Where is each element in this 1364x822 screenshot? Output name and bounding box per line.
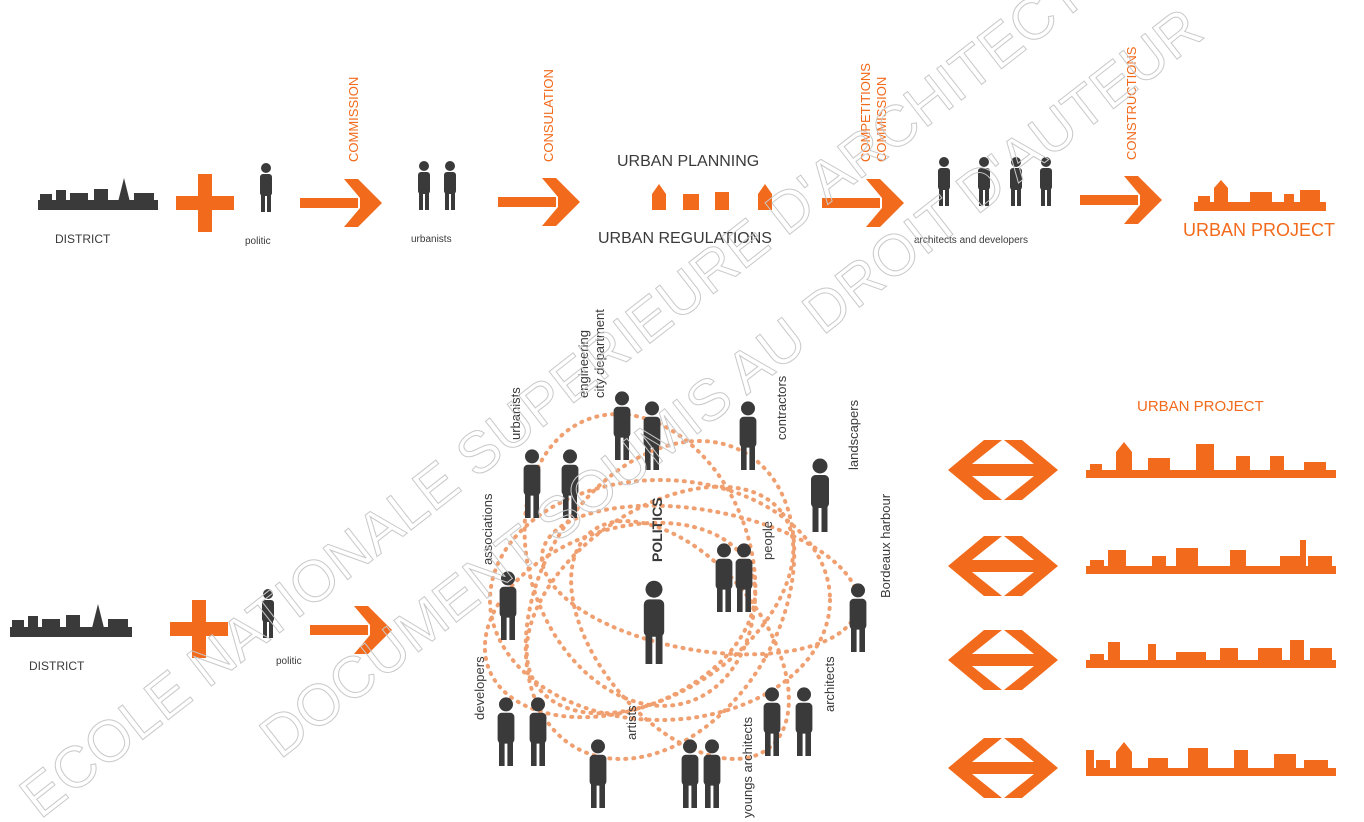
double-arrow-icon (948, 630, 1058, 690)
urban-project-label: URBAN PROJECT (1183, 220, 1335, 240)
project-skyline-icon (1086, 540, 1336, 574)
developers-label: developers (472, 656, 487, 720)
people-figure-icon (715, 543, 733, 612)
politic-label: politic (245, 236, 271, 247)
plus-icon (176, 174, 234, 232)
urban-project-skyline-icon (1194, 180, 1326, 211)
commission-label: COMMISSION (346, 77, 361, 162)
urban-project-options (948, 440, 1336, 798)
bottom-flow: DISTRICT politic (10, 309, 1336, 818)
architects-actor-label: architects (822, 656, 837, 712)
artist-figure-icon (681, 739, 699, 808)
plus-icon (170, 600, 228, 658)
urban-regulations-label: URBAN REGULATIONS (598, 230, 772, 247)
young-architect-figure-icon (763, 687, 781, 756)
landscapers-label: landscapers (846, 399, 861, 470)
district-skyline-icon (38, 178, 158, 210)
politic-figure-icon (260, 163, 272, 212)
artists-label: artists (624, 705, 639, 740)
commission-arrow-icon (300, 179, 382, 227)
district-label: DISTRICT (55, 232, 111, 246)
district-label-2: DISTRICT (29, 659, 85, 673)
urban-project-label-2: URBAN PROJECT (1137, 398, 1264, 415)
artist-figure-icon (703, 739, 721, 808)
commission2-label: COMMISSION (874, 77, 889, 162)
urbanists-label: urbanists (411, 234, 452, 245)
planning-houses-icon (652, 184, 772, 210)
actor-labels: engineering city department urbanists as… (472, 309, 893, 818)
watermark: ECOLE NATIONALE SUPERIEURE D'ARCHITECTUR… (7, 0, 1214, 822)
engineering-label: engineering (576, 330, 591, 398)
consulation-arrow-icon (498, 178, 580, 226)
developer-figure-icon (529, 697, 547, 766)
consulation-label: CONSULATION (541, 69, 556, 162)
bordeaux-harbour-label: Bordeaux harbour (878, 493, 893, 598)
politics-figure-icon (643, 580, 665, 664)
top-flow: DISTRICT politic COMMISSION urbanists CO… (38, 46, 1335, 247)
people-figure-icon (735, 543, 753, 612)
urbanist-figure-icon (418, 161, 430, 210)
developer-figure-icon (497, 697, 515, 766)
double-arrow-icon (948, 440, 1058, 500)
urban-planning-label: URBAN PLANNING (617, 153, 759, 170)
urbanists-actor-label: urbanists (508, 387, 523, 440)
double-arrow-icon (948, 536, 1058, 596)
urbanist-figure-icon (444, 161, 456, 210)
landscaper-figure-icon (811, 458, 829, 532)
district-skyline-icon (10, 604, 132, 637)
politic-label-2: politic (276, 656, 302, 667)
architect-figure-icon (795, 687, 813, 756)
youngs-architects-label: youngs architects (740, 716, 755, 818)
project-skyline-icon (1086, 640, 1336, 668)
competitions-label: COMPETITIONS (858, 63, 873, 162)
associations-label: associations (480, 493, 495, 565)
artist-figure-icon (589, 739, 607, 808)
contractors-label: contractors (774, 375, 789, 440)
project-skyline-icon (1086, 442, 1336, 478)
people-label: people (760, 521, 775, 560)
constructions-label: CONSTRUCTIONS (1124, 46, 1139, 160)
politics-center-label: POLITICS (649, 497, 665, 562)
constructions-arrow-icon (1080, 176, 1162, 224)
city-department-label: city department (592, 309, 607, 398)
project-skyline-icon (1086, 742, 1336, 776)
double-arrow-icon (948, 738, 1058, 798)
bordeaux-harbour-figure-icon (849, 583, 867, 652)
architects-developers-label: architects and developers (914, 235, 1028, 246)
